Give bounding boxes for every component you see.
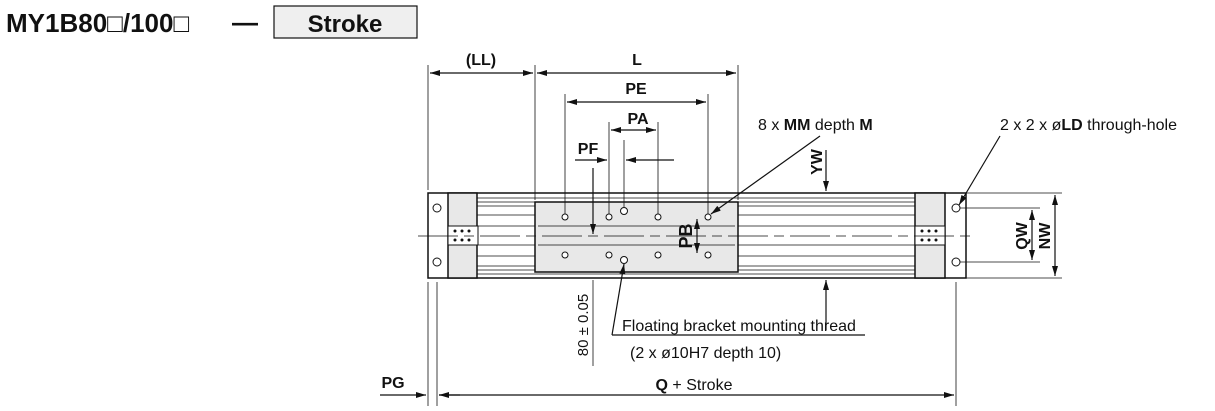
dim-l: L — [632, 52, 642, 69]
dim-pf: PF — [578, 141, 599, 158]
dim-ll: (LL) — [466, 52, 496, 69]
stroke-box-label: Stroke — [308, 11, 383, 38]
note-floating-bracket: Floating bracket mounting thread — [622, 318, 856, 335]
dim-pe: PE — [625, 81, 647, 98]
note-floating-bracket-spec: (2 x ø10H7 depth 10) — [630, 345, 781, 362]
note-through-hole: 2 x 2 x øLD through-hole — [1000, 117, 1177, 134]
dim-pg: PG — [381, 375, 404, 392]
dim-nw: NW — [1037, 222, 1054, 250]
model-title: MY1B80□/100□ — [6, 8, 189, 38]
dim-pa: PA — [627, 111, 648, 128]
title-dash: — — [232, 7, 258, 37]
mounting-holes — [432, 203, 961, 267]
dim-pb: PB — [676, 223, 696, 248]
dim-qw: QW — [1014, 221, 1031, 249]
dim-yw: YW — [809, 148, 826, 175]
dim-tolerance: 80 ± 0.05 — [575, 294, 592, 356]
stroke-box — [273, 5, 418, 39]
note-mm-depth: 8 x MM depth M — [758, 117, 873, 134]
carriage — [534, 201, 739, 273]
dim-q-stroke: Q + Stroke — [656, 377, 733, 394]
